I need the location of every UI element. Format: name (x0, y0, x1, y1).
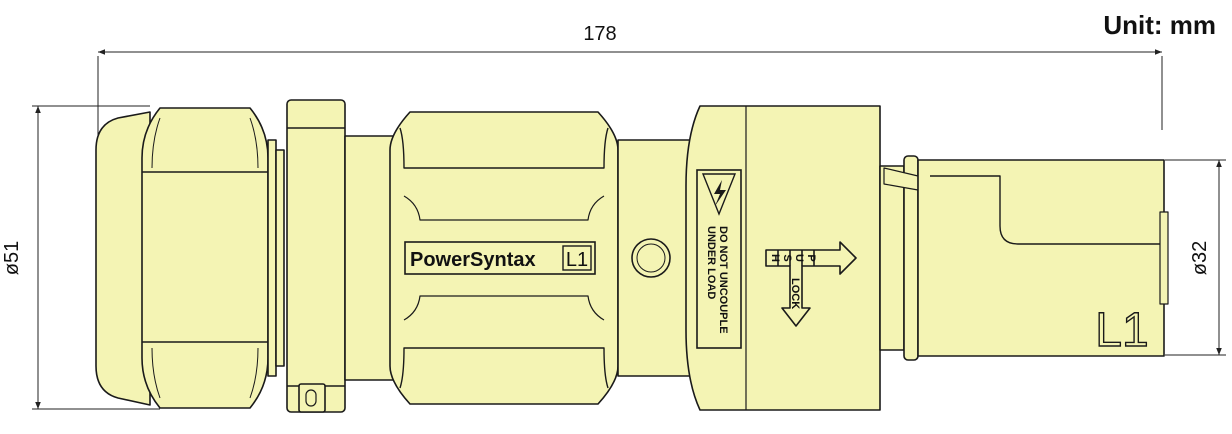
body-diameter-value: ø51 (1, 241, 23, 275)
push-letters: H S U P (769, 254, 817, 262)
end-diameter-dimension (1165, 159, 1226, 356)
lock-text: LOCK (789, 278, 801, 309)
barrel-dimple (631, 238, 671, 278)
high-voltage-icon (701, 173, 737, 216)
mounting-flange (286, 99, 346, 413)
push-lock-arrow (765, 241, 857, 327)
center-barrel (617, 139, 691, 377)
brand-plate: PowerSyntax L1 (404, 241, 596, 275)
gland-seal-ring (275, 149, 285, 367)
push-letter-s: S (781, 254, 793, 261)
gland-dome (95, 111, 151, 406)
push-lock-indicator (765, 241, 857, 327)
push-letter-p: P (805, 254, 817, 261)
push-letter-u: U (793, 254, 805, 262)
body-diameter-dimension (32, 105, 160, 410)
body-neck (344, 135, 396, 381)
brand-phase-label: L1 (566, 249, 588, 271)
length-value: 178 (583, 23, 616, 45)
warning-line-2: UNDER LOAD (705, 226, 717, 299)
brand-name: PowerSyntax (410, 249, 536, 271)
unit-label: Unit: mm (1103, 10, 1216, 40)
warning-line-1: DO NOT UNCOUPLE (717, 226, 729, 334)
warning-label: DO NOT UNCOUPLE UNDER LOAD (696, 169, 742, 349)
gland-washer (267, 139, 277, 377)
push-letter-h: H (769, 254, 781, 262)
end-diameter-value: ø32 (1189, 241, 1211, 275)
plug-tail (917, 159, 1169, 357)
rear-collar (879, 165, 905, 351)
plug-phase-label: L1 (1095, 304, 1148, 357)
gland-hex-nut (141, 107, 269, 409)
